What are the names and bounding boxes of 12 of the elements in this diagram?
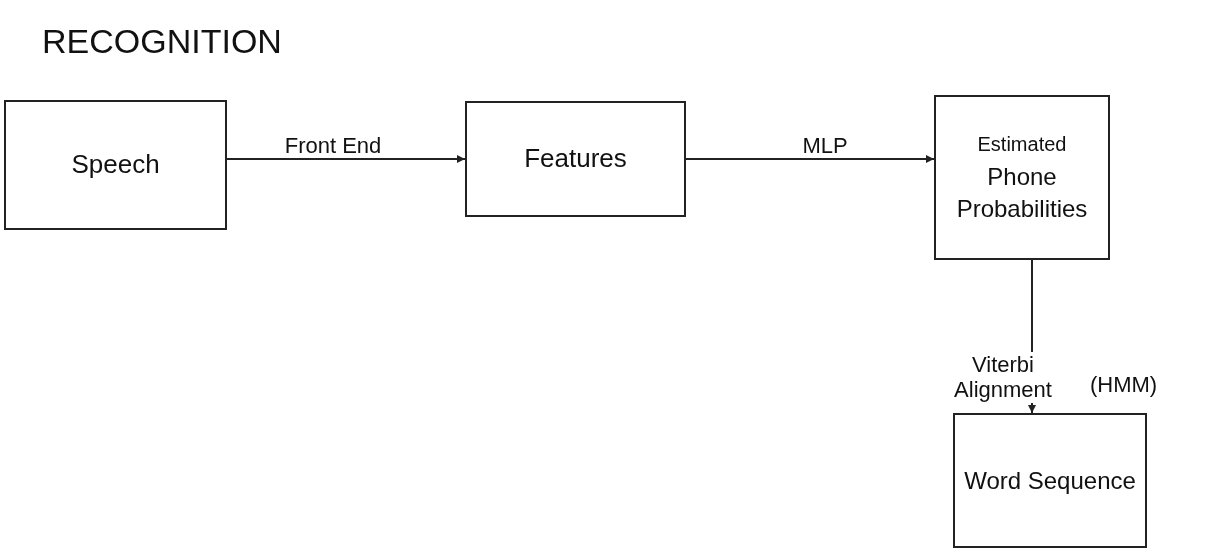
box-text: Phone Probabilities: [955, 162, 1089, 224]
box-text: Word Sequence: [964, 465, 1136, 496]
arrow: [685, 155, 935, 163]
arrow: [226, 155, 466, 163]
process-box: [953, 413, 1147, 548]
process-box: [4, 100, 227, 230]
box-text: Features: [524, 142, 627, 176]
process-box: [934, 95, 1110, 260]
diagram-title: RECOGNITION: [42, 22, 282, 61]
box-text: Estimated: [977, 132, 1067, 158]
process-box: [465, 101, 686, 217]
box-text: Speech: [71, 148, 160, 182]
